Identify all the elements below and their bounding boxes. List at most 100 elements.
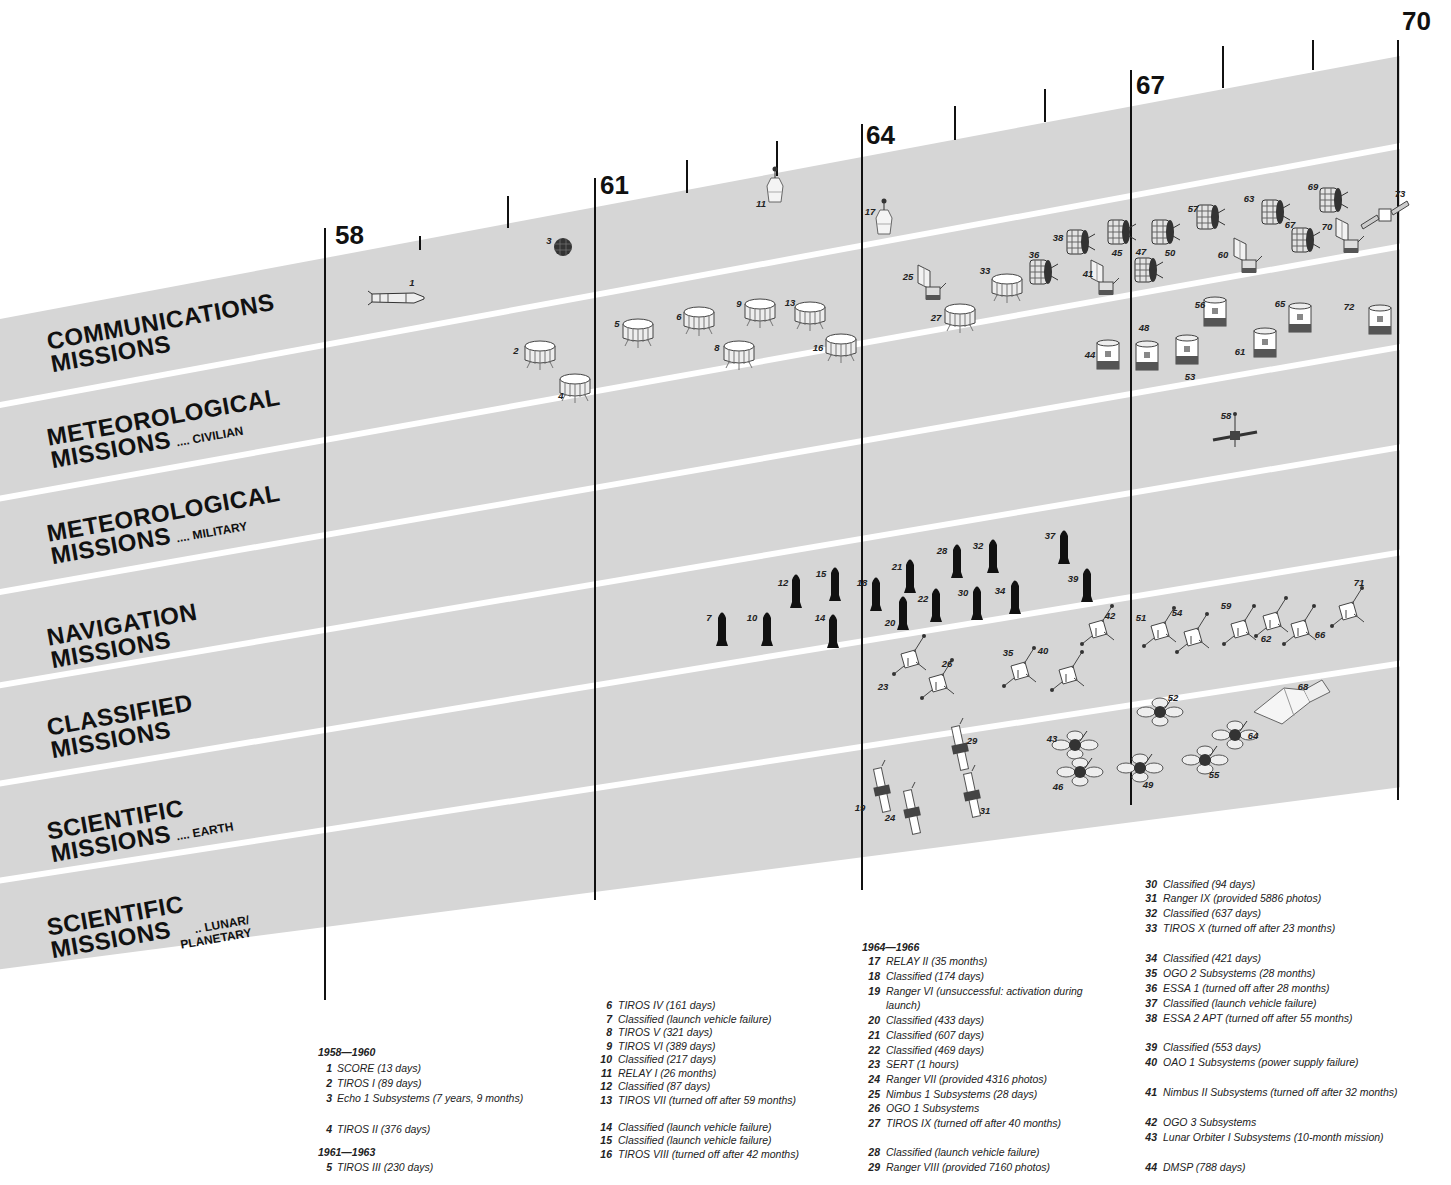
spacecraft-icon (1254, 349, 1276, 357)
spacecraft-icon (1330, 586, 1364, 628)
spacecraft-icon (945, 304, 975, 333)
year-tick (686, 160, 688, 193)
list-entry: TIROS I (89 days) (337, 1076, 422, 1091)
spacecraft-icon (1222, 642, 1226, 646)
spacecraft-icon (1173, 224, 1180, 240)
callout-number: 6 (676, 311, 681, 322)
band-label: NAVIGATION MISSIONS (45, 599, 206, 673)
spacecraft-icon (1137, 707, 1155, 717)
list-number: 19 (860, 984, 880, 999)
callout-number: 46 (1053, 781, 1064, 792)
list-number: 7 (592, 1013, 612, 1027)
list-number: 31 (1137, 891, 1157, 906)
callout-number: 32 (973, 540, 984, 551)
spacecraft-icon (930, 589, 942, 623)
spacecraft-icon (716, 613, 728, 647)
spacecraft-icon (1212, 730, 1230, 740)
spacecraft-icon (1050, 688, 1054, 692)
spacecraft-icon (1050, 650, 1084, 692)
spacecraft-icon (1361, 201, 1409, 229)
callout-number: 57 (1188, 203, 1199, 214)
callout-number: 67 (1285, 219, 1296, 230)
callout-number: 53 (1185, 371, 1196, 382)
callout-number: 63 (1244, 193, 1255, 204)
spacecraft-icon (987, 540, 999, 574)
spacecraft-icon (1254, 680, 1330, 724)
spacecraft-icon (929, 674, 947, 692)
spacecraft-icon (1234, 238, 1262, 273)
year-tick (419, 236, 421, 250)
spacecraft-icon (1369, 326, 1391, 334)
list-number: 12 (592, 1080, 612, 1094)
spacecraft-icon (1344, 240, 1358, 252)
list-number: 15 (592, 1134, 612, 1148)
spacecraft-icon (368, 291, 424, 305)
spacecraft-icon (1080, 740, 1098, 750)
spacecraft-icon (1256, 256, 1262, 262)
list-number: 37 (1137, 996, 1157, 1011)
spacecraft-icon (1105, 351, 1111, 357)
spacecraft-icon (1256, 598, 1288, 636)
spacecraft-icon (773, 167, 778, 172)
list-entry: SERT (1 hours) (886, 1057, 959, 1072)
spacecraft-icon (971, 587, 983, 621)
callout-number: 3 (546, 235, 551, 246)
callout-number: 38 (1053, 232, 1064, 243)
list-number: 9 (592, 1040, 612, 1054)
spacecraft-icon (1182, 746, 1228, 774)
spacecraft-icon (892, 672, 896, 676)
list-entry: Classified (469 days) (886, 1043, 984, 1058)
spacecraft-icon (1291, 620, 1309, 638)
spacecraft-icon (964, 773, 981, 818)
spacecraft-icon (724, 341, 754, 370)
callout-number: 52 (1168, 692, 1179, 703)
year-line (594, 178, 596, 900)
callout-number: 27 (931, 312, 942, 323)
list-number: 5 (312, 1160, 332, 1175)
callout-number: 24 (885, 812, 896, 823)
spacecraft-icon (1145, 763, 1163, 773)
spacecraft-icon (826, 334, 856, 344)
spacecraft-icon (940, 283, 946, 289)
spacecraft-icon (1230, 431, 1240, 440)
callout-number: 4 (558, 390, 563, 401)
callout-number: 12 (778, 577, 789, 588)
list-number: 38 (1137, 1011, 1157, 1026)
spacecraft-icon (1009, 581, 1021, 615)
spacecraft-icon (525, 341, 555, 351)
callout-number: 16 (813, 342, 824, 353)
spacecraft-icon (1097, 263, 1098, 281)
list-entry: Classified (607 days) (886, 1028, 984, 1043)
spacecraft-icon (992, 274, 1022, 284)
spacecraft-icon (623, 319, 653, 348)
spacecraft-icon (1085, 758, 1092, 768)
spacecraft-icon (826, 334, 856, 363)
spacecraft-icon (926, 287, 940, 299)
callout-number: 61 (1235, 346, 1246, 357)
spacecraft-icon (1336, 218, 1364, 253)
spacecraft-icon (1074, 766, 1086, 778)
callout-number: 11 (756, 198, 766, 209)
list-number: 25 (860, 1087, 880, 1102)
year-tick (954, 106, 956, 140)
callout-number: 65 (1275, 298, 1286, 309)
list-entry: Echo 1 Subsystems (7 years, 9 months) (337, 1091, 523, 1106)
spacecraft-icon (1136, 344, 1158, 370)
spacecraft-icon (1212, 308, 1218, 314)
callout-number: 72 (1344, 301, 1355, 312)
callout-number: 14 (815, 612, 826, 623)
spacecraft-icon (790, 575, 802, 609)
spacecraft-icon (1312, 604, 1316, 608)
spacecraft-icon (1069, 739, 1081, 751)
spacecraft-icon (876, 210, 892, 234)
spacecraft-icon (1205, 612, 1209, 616)
callout-number: 66 (1315, 629, 1326, 640)
spacecraft-icon (1240, 721, 1247, 731)
spacecraft-icon (1081, 230, 1089, 254)
callout-number: 8 (714, 342, 719, 353)
list-entry: Classified (217 days) (618, 1053, 716, 1067)
spacecraft-icon (1377, 316, 1383, 322)
callout-number: 54 (1172, 607, 1183, 618)
spacecraft-icon (903, 782, 921, 834)
list-entry: Classified (433 days) (886, 1013, 984, 1028)
